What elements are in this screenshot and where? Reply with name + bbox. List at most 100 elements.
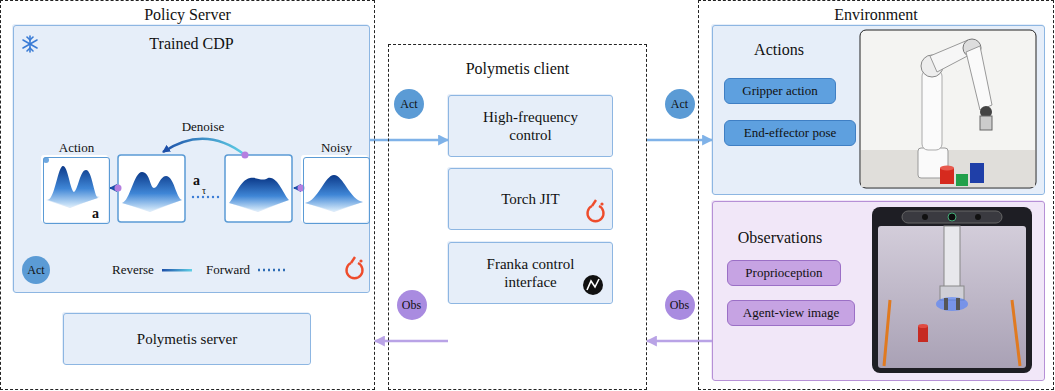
box-label: Polymetis server <box>137 330 237 348</box>
pytorch-icon-dot <box>600 202 603 205</box>
flow-arrow <box>370 139 448 142</box>
group-box: ObservationsProprioceptionAgent-view ima… <box>712 201 1045 381</box>
robot-photo <box>940 166 954 171</box>
legend-text: Reverse <box>112 262 154 278</box>
robot-photo <box>956 174 968 186</box>
box-label: Franka control interface <box>472 255 590 291</box>
group-heading: Observations <box>738 229 822 246</box>
robot-photo <box>966 46 992 110</box>
symbol-label: a <box>193 173 200 188</box>
observation-pill: Proprioception <box>727 260 841 286</box>
heading-wrap: Action <box>44 138 109 156</box>
distribution-plots <box>301 155 368 222</box>
legend-text: Forward <box>206 262 250 278</box>
distribution-plots <box>41 155 108 222</box>
denoise-arrows <box>207 196 209 198</box>
camera-photo <box>918 324 928 328</box>
group-heading: Actions <box>754 41 804 58</box>
snowflake-icon <box>23 36 37 52</box>
franka-icon <box>583 275 603 295</box>
legend-item: Forward <box>206 262 250 278</box>
snowflake-icon <box>30 48 33 51</box>
server-panel: Policy ServerTrained CDPActionaNoisyActP… <box>0 0 375 390</box>
plot-box: Actiona <box>43 157 110 224</box>
distribution-plots <box>122 172 182 211</box>
pytorch-icon-dot <box>359 202 603 262</box>
camera-photo <box>878 226 1026 368</box>
title-wrap: Policy Server <box>1 5 374 24</box>
process-box: Polymetis server <box>63 313 311 365</box>
franka-icon <box>587 279 599 290</box>
model-box: Trained CDPActionaNoisyAct <box>13 25 370 293</box>
legend-samples <box>162 269 192 272</box>
signal-label: Act <box>671 97 688 111</box>
camera-photo <box>948 213 956 221</box>
label-wrap: τ <box>202 180 206 198</box>
robot-photo <box>970 163 984 183</box>
legend-samples <box>258 269 288 272</box>
pytorch-icon-dot <box>359 259 362 262</box>
box-label: Gripper action <box>742 83 817 99</box>
snowflake-icon <box>30 37 33 40</box>
distribution-plots <box>118 155 185 222</box>
box-label: Agent-view image <box>743 305 839 321</box>
signal-label: Act <box>400 97 417 111</box>
camera-photo <box>872 207 1032 373</box>
camera-photo <box>918 326 928 342</box>
signal-badge: Obs <box>665 290 695 320</box>
action-symbol: a <box>92 206 99 221</box>
camera-photo <box>956 298 960 310</box>
heading-wrap: Actions <box>713 40 845 59</box>
process-box: Franka control interface <box>448 242 613 304</box>
title-wrap: Environment <box>699 5 1053 24</box>
pytorch-icon <box>347 263 363 278</box>
camera-photo <box>872 207 1032 373</box>
distribution-plots <box>48 166 98 207</box>
observation-pill: Agent-view image <box>727 300 855 326</box>
pytorch-icon <box>351 257 355 263</box>
box-label: Torch JIT <box>501 190 560 208</box>
robot-photo <box>860 30 1036 188</box>
camera-photo <box>975 214 981 220</box>
camera-photo <box>902 211 1002 223</box>
distribution-plots <box>305 175 363 211</box>
signal-label: Obs <box>670 298 689 312</box>
group-box: ActionsGripper actionEnd-effector pose <box>712 25 1045 195</box>
panel-fills <box>711 24 1044 194</box>
heading-wrap: Noisy <box>304 138 369 156</box>
panel-fills <box>711 200 1044 380</box>
action-pill: End-effector pose <box>724 120 856 146</box>
box-label: Act <box>27 263 44 277</box>
panel-title: Policy Server <box>144 6 231 23</box>
distribution-plots <box>229 178 289 211</box>
signal-label: Obs <box>402 298 421 312</box>
denoise-arrows <box>202 196 204 198</box>
panel-fills <box>12 24 1044 380</box>
camera-photo <box>1012 300 1020 366</box>
franka-icon <box>583 275 603 295</box>
title-wrap: Polymetis client <box>389 59 646 78</box>
camera-photo <box>884 300 890 366</box>
camera-photo <box>944 226 960 288</box>
panel-title: Polymetis client <box>466 60 570 77</box>
denoise-arrows <box>163 139 245 155</box>
legend-item: Reverse <box>112 262 154 278</box>
camera-photo <box>944 298 948 310</box>
panel-title: Environment <box>834 6 918 23</box>
signal-badge: Act <box>394 89 424 119</box>
environment-panel: EnvironmentActionsGripper actionEnd-effe… <box>698 0 1054 390</box>
act-badge: Act <box>22 256 50 284</box>
signal-badge: Obs <box>397 290 427 320</box>
robot-photo <box>922 70 942 150</box>
signal-badge: Act <box>665 89 695 119</box>
snowflake-icon <box>23 40 37 48</box>
label-wrap: Denoise <box>173 117 233 135</box>
box-title: Trained CDP <box>149 35 233 52</box>
flow-arrow <box>647 139 712 142</box>
denoise-arrows <box>217 196 219 198</box>
denoise-arrows <box>197 196 199 198</box>
plot-heading: Action <box>59 140 94 155</box>
process-box: Torch JIT <box>448 168 613 230</box>
panel-fills <box>12 24 369 292</box>
